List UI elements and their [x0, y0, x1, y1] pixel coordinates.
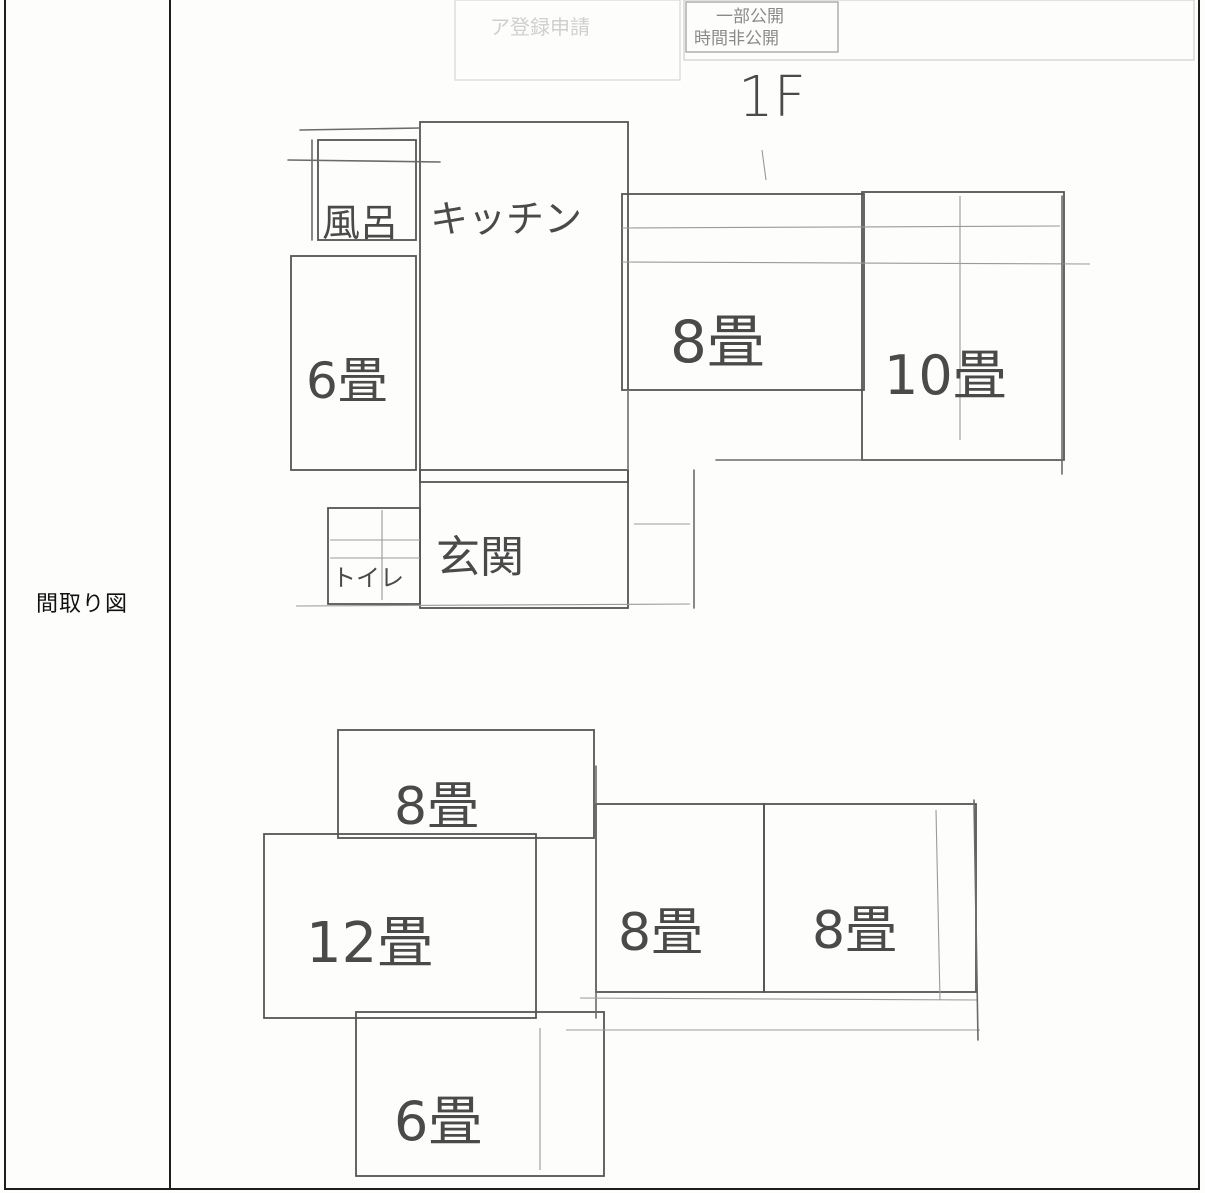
west-room-2f [263, 833, 537, 1019]
east-room-1f [861, 191, 1065, 461]
label-south-room-2f: 6畳 [394, 1090, 482, 1153]
column-divider [169, 0, 171, 1190]
label-east-room-1f: 10畳 [884, 344, 1007, 407]
label-center-room-1f: 8畳 [670, 308, 765, 376]
bleed-through: ア登録申請 一部公開 時間非公開 [454, 0, 1195, 81]
table-frame [4, 0, 1200, 1190]
north-room-2f [337, 729, 595, 839]
kitchen-room [419, 121, 629, 483]
floor-plan-1f [287, 121, 1091, 609]
label-north-room-2f: 8畳 [394, 777, 479, 837]
header-stamp: 一部公開 時間非公開 [685, 1, 839, 53]
floor-plan-2f [263, 729, 980, 1177]
section-label: 間取り図 [36, 592, 129, 617]
toilet-room [327, 507, 421, 605]
label-kitchen: キッチン [430, 197, 582, 241]
east-room-2f [763, 803, 977, 993]
floor-label: 1F [738, 65, 806, 130]
label-center-room-2f: 8畳 [618, 903, 703, 963]
center-room-1f [621, 193, 865, 391]
label-bath: 風呂 [322, 201, 398, 245]
ghost-heading: ア登録申請 [490, 15, 590, 39]
stamp-line-2: 時間非公開 [694, 29, 779, 49]
label-west-room-1f: 6畳 [306, 352, 388, 410]
label-entrance: 玄関 [436, 532, 524, 583]
label-west-room-2f: 12畳 [306, 911, 433, 976]
stamp-line-1: 一部公開 [716, 7, 784, 27]
bath-room [317, 139, 417, 241]
south-room-2f [355, 1011, 605, 1177]
label-toilet: トイレ [332, 564, 404, 592]
center-room-2f [595, 803, 765, 993]
west-room-1f [290, 255, 417, 471]
floor-plan-sketch: ア登録申請 一部公開 時間非公開 1F [263, 0, 1195, 1177]
label-east-room-2f: 8畳 [812, 901, 897, 961]
